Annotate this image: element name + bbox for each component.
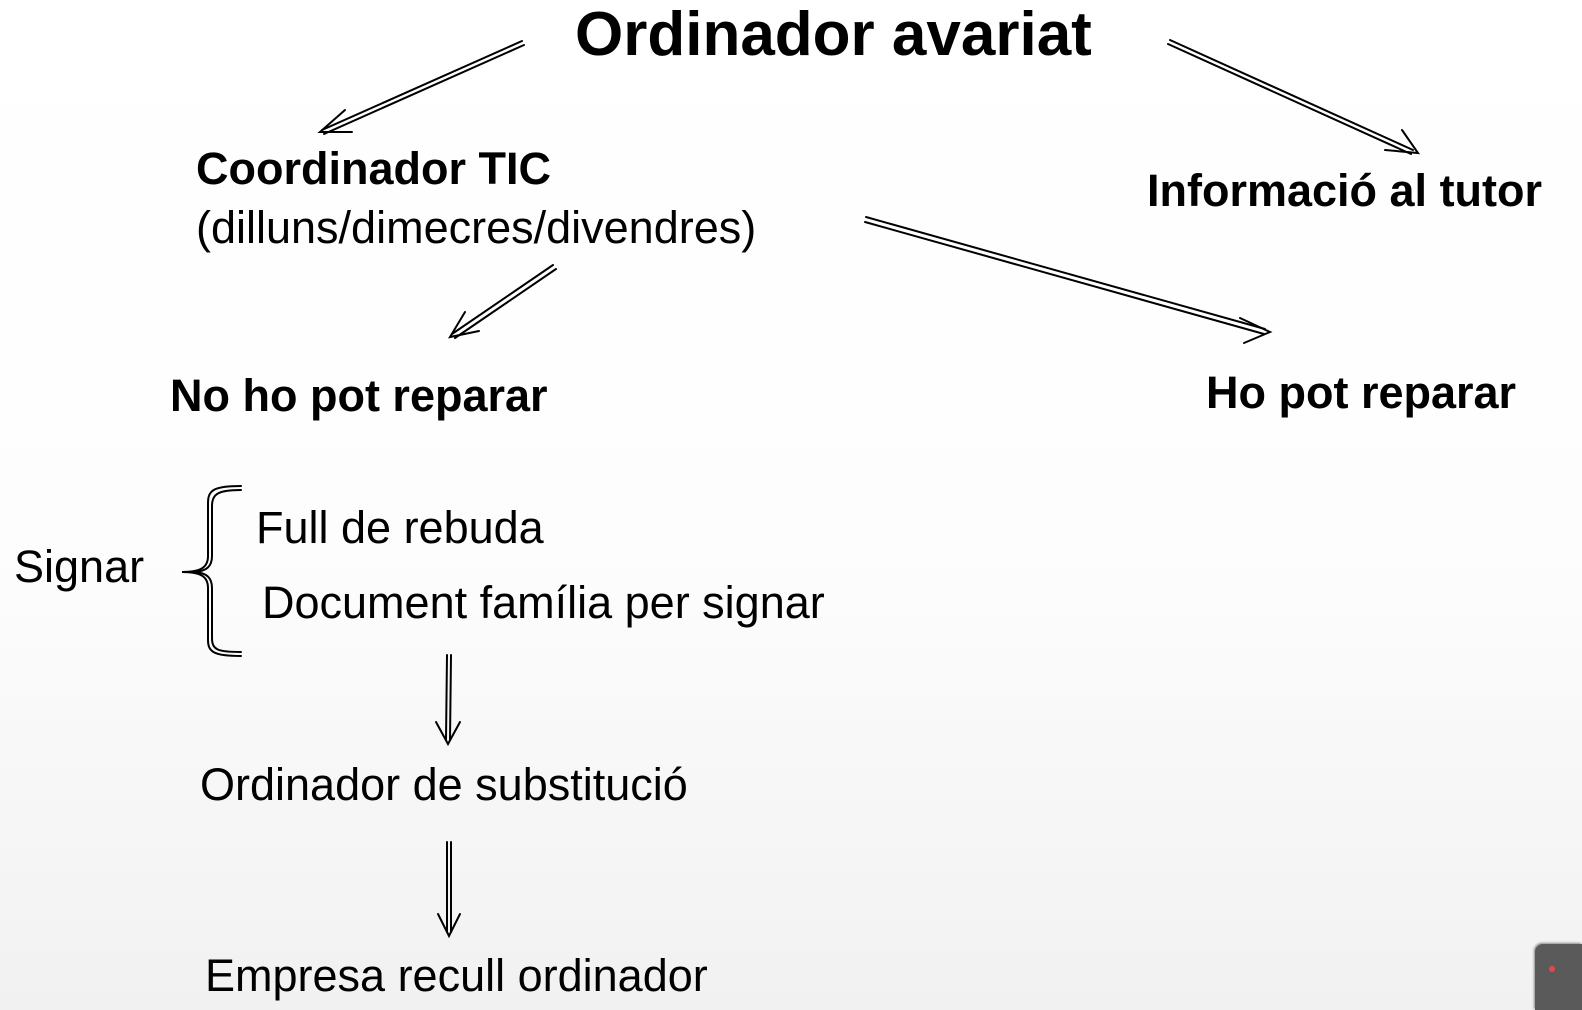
- diagram-title: Ordinador avariat: [575, 0, 1092, 69]
- coordinator-title: Coordinador TIC: [196, 143, 551, 194]
- sign-label: Signar: [14, 541, 145, 592]
- company-pickup-node: Empresa recull ordinador: [205, 950, 708, 1001]
- arrow-coordinator-to-can-repair: [864, 216, 1273, 344]
- cannot-repair-node: No ho pot reparar: [170, 370, 548, 421]
- can-repair-node: Ho pot reparar: [1206, 367, 1517, 418]
- sign-item-receipt: Full de rebuda: [256, 502, 544, 553]
- arrow-title-to-coordinator: [317, 40, 525, 135]
- corner-widget-icon[interactable]: [1535, 944, 1582, 1010]
- widget-dot-icon: [1549, 966, 1555, 972]
- sign-brace: [181, 485, 242, 657]
- arrow-sign-to-substitute: [435, 654, 461, 747]
- tutor-info-node: Informació al tutor: [1147, 165, 1543, 216]
- arrow-coordinator-to-cannot-repair: [447, 264, 557, 339]
- coordinator-days: (dilluns/dimecres/divendres): [196, 202, 757, 253]
- arrow-title-to-tutor: [1167, 39, 1421, 155]
- substitute-computer-node: Ordinador de substitució: [200, 759, 688, 810]
- arrow-substitute-to-pickup: [437, 841, 461, 939]
- sign-item-family-document: Document família per signar: [262, 577, 825, 628]
